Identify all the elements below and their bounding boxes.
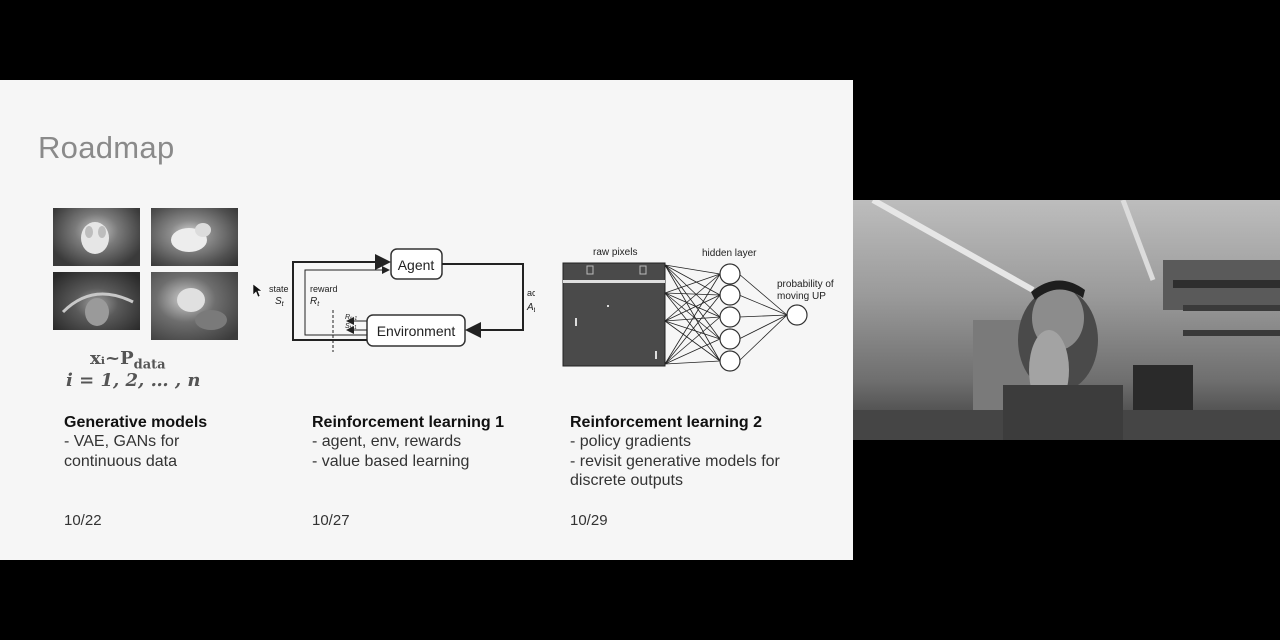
raw-pixels-label: raw pixels	[593, 247, 637, 258]
col1-date: 10/22	[64, 512, 102, 529]
col1-line2: continuous data	[64, 453, 177, 470]
environment-label: Environment	[377, 323, 456, 339]
next-state-symbol: St+1	[345, 323, 357, 331]
output-node	[786, 304, 808, 326]
reward-symbol: Rt	[310, 296, 320, 308]
formula-sampling: xᵢ~Pdata	[90, 348, 166, 373]
sample-image-dog-2	[151, 208, 238, 266]
col3-title: Reinforcement learning 2	[570, 414, 763, 431]
rl-agent-environment-diagram: Agent Environment state St reward Rt act…	[269, 248, 535, 352]
hidden-node-4	[719, 328, 741, 350]
col1-line1: - VAE, GANs for	[64, 433, 180, 450]
hidden-node-1	[719, 263, 741, 285]
hidden-node-2	[719, 284, 741, 306]
action-label: action	[527, 288, 535, 298]
policy-network-diagram: raw pixels hidden layer probability of m…	[562, 247, 834, 372]
output-label-line2: moving UP	[777, 291, 826, 302]
col2-line2: - value based learning	[312, 453, 470, 470]
sample-image-dog-1	[53, 208, 140, 266]
action-symbol: At	[526, 302, 535, 314]
col2-title: Reinforcement learning 1	[312, 414, 505, 431]
webcam-scene	[853, 200, 1280, 440]
col2-date: 10/27	[312, 512, 350, 529]
col1-title: Generative models	[64, 414, 208, 431]
agent-label: Agent	[398, 257, 435, 273]
formula-index: i = 1, 2, … , n	[66, 370, 201, 391]
hidden-layer-label: hidden layer	[702, 248, 757, 259]
hidden-node-5	[719, 350, 741, 372]
pixel-frame	[562, 262, 666, 367]
next-reward-symbol: Rt+1	[345, 314, 357, 322]
mouse-cursor-icon	[253, 284, 263, 298]
slide-title: Roadmap	[38, 130, 175, 165]
output-label-line1: probability of	[777, 279, 834, 290]
sample-image-dog-4	[151, 272, 238, 340]
reward-label: reward	[310, 284, 338, 294]
webcam-video-feed	[853, 200, 1280, 440]
col3-line2: - revisit generative models for	[570, 453, 780, 470]
sample-image-dog-3	[53, 272, 140, 330]
state-label: state	[269, 284, 289, 294]
col2-line1: - agent, env, rewards	[312, 433, 462, 450]
col3-line1: - policy gradients	[570, 433, 691, 450]
hidden-node-3	[719, 306, 741, 328]
col3-line3: discrete outputs	[570, 472, 683, 489]
col3-date: 10/29	[570, 512, 608, 529]
state-symbol: St	[275, 296, 285, 308]
